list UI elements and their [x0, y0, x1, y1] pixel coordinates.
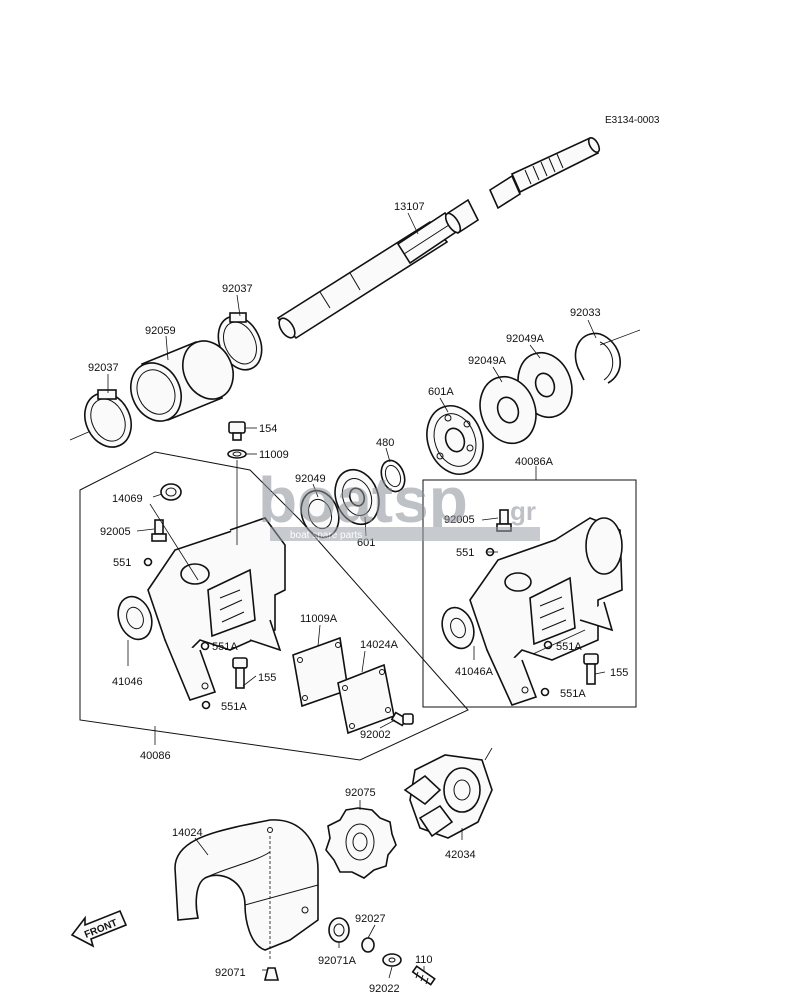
label-92005-right: 92005 [444, 514, 475, 526]
label-601A: 601A [428, 386, 454, 398]
label-40086A: 40086A [515, 456, 554, 468]
drive-shaft-13107 [276, 211, 458, 340]
ball-551A-left-2 [201, 700, 211, 710]
leader-lines [107, 212, 606, 979]
label-551A-right-1: 551A [556, 641, 582, 653]
label-92075: 92075 [345, 787, 376, 799]
label-551A-left-2: 551A [221, 701, 247, 713]
label-92002: 92002 [360, 729, 391, 741]
plug-14069 [160, 483, 182, 501]
label-92005-left: 92005 [100, 526, 131, 538]
label-14069: 14069 [112, 493, 143, 505]
plug-154 [228, 421, 246, 441]
label-92037-top: 92037 [222, 283, 253, 295]
label-40086: 40086 [140, 750, 171, 762]
label-11009: 11009 [259, 449, 289, 461]
watermark-brand: boatsp [258, 464, 468, 536]
label-41046A: 41046A [455, 666, 494, 678]
label-551-right: 551 [456, 547, 474, 559]
reference-code: E3134-0003 [605, 115, 660, 126]
bolt-155-right [583, 653, 599, 685]
assembly-box-40086A [422, 479, 637, 708]
shaft-threaded-end [488, 136, 601, 210]
circlip-92033 [574, 332, 621, 384]
front-direction-arrow: FRONT [70, 909, 128, 948]
label-92033: 92033 [570, 307, 601, 319]
gasket-11009 [227, 449, 247, 459]
label-92022: 92022 [369, 983, 400, 995]
coupling-42034 [403, 747, 493, 839]
cover-14024 [174, 819, 319, 960]
label-155-right: 155 [610, 667, 628, 679]
bearing-601 [334, 468, 380, 526]
watermark-tagline: boat spare parts [290, 530, 362, 541]
ball-551A-right-1 [543, 640, 553, 650]
label-13107: 13107 [394, 201, 425, 213]
bearing-601A [426, 405, 484, 475]
part-labels: 13107 92037 92059 92037 92033 92049A 920… [88, 201, 628, 995]
label-92049: 92049 [295, 473, 326, 485]
label-92049A-b: 92049A [468, 355, 507, 367]
watermark-suffix: gr [510, 496, 536, 526]
label-92049A-a: 92049A [506, 333, 545, 345]
label-14024: 14024 [172, 827, 203, 839]
fitting-92005-left [151, 519, 167, 542]
label-92059: 92059 [145, 325, 176, 337]
ball-551-left [143, 557, 153, 567]
ball-551A-right-2 [540, 687, 550, 697]
label-155-left: 155 [258, 672, 276, 684]
label-551A-left-1: 551A [212, 641, 238, 653]
spacer-92027 [361, 937, 375, 953]
label-92027: 92027 [355, 913, 386, 925]
bolt-92002 [390, 711, 414, 727]
oil-seal-92049 [300, 489, 340, 539]
washer-92049A-front [479, 375, 537, 445]
shaft-coupler-sleeve [444, 198, 480, 235]
label-92071A: 92071A [318, 955, 357, 967]
label-480: 480 [376, 437, 394, 449]
bolt-155-left [232, 657, 248, 689]
watermark: boatsp gr boat spare parts [258, 464, 540, 541]
label-11009A: 11009A [300, 613, 338, 625]
label-154: 154 [259, 423, 277, 435]
hose-clamp-92037-left [84, 389, 132, 448]
label-551A-right-2: 551A [560, 688, 586, 700]
housing-41046A [441, 517, 623, 706]
label-41046: 41046 [112, 676, 143, 688]
washer-92022 [382, 953, 402, 967]
label-14024A: 14024A [360, 639, 399, 651]
label-92037-left: 92037 [88, 362, 119, 374]
snap-ring-480 [380, 459, 406, 493]
label-42034: 42034 [445, 849, 476, 861]
ball-551A-left-1 [200, 641, 210, 651]
cap-92071 [263, 967, 280, 981]
bolt-110 [411, 965, 436, 986]
label-110: 110 [415, 954, 433, 966]
grommet-92071A [328, 917, 350, 943]
label-551-left: 551 [113, 557, 131, 569]
label-92071: 92071 [215, 967, 246, 979]
hose-92059 [130, 340, 234, 422]
damper-92075 [325, 807, 397, 879]
assembly-box-40086 [79, 451, 469, 761]
